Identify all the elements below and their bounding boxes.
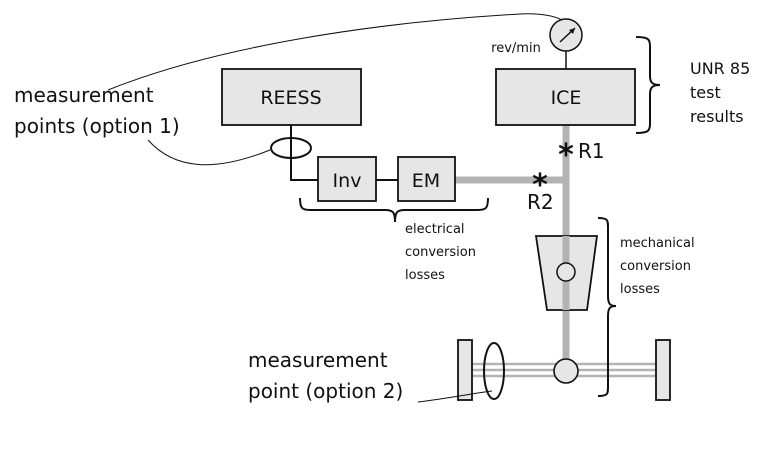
- em-box: [397, 156, 456, 202]
- bracket-unr85: [635, 36, 661, 134]
- measurement-option1-line1: measurement: [14, 83, 154, 107]
- r1-label: R1: [578, 139, 605, 163]
- leader-clamp1: [147, 139, 271, 166]
- mechanical-losses-line1: mechanical: [620, 236, 695, 251]
- electrical-losses-line3: losses: [405, 268, 445, 283]
- gearbox: [534, 235, 599, 311]
- mechanical-losses-line2: conversion: [620, 259, 691, 274]
- electrical-losses-line2: conversion: [405, 245, 476, 260]
- measurement-option1-line2: points (option 1): [14, 114, 180, 138]
- current-clamp-icon: [270, 137, 312, 159]
- left-wheel: [457, 339, 473, 401]
- differential-icon: [553, 358, 579, 384]
- leader-rpm: [107, 13, 563, 91]
- unr85-line2: test: [690, 83, 721, 102]
- r1-marker: *: [558, 138, 574, 173]
- inv-box: [317, 156, 377, 202]
- ice-label: ICE: [551, 87, 582, 109]
- r2-marker: *: [532, 168, 548, 203]
- inv-label: Inv: [333, 170, 362, 192]
- leader-clamp2: [417, 390, 493, 403]
- brackets: [299, 36, 661, 397]
- electrical-losses-line1: electrical: [405, 222, 465, 237]
- reess-label: REESS: [260, 87, 321, 109]
- bracket-electrical: [299, 197, 489, 223]
- gearbox-gear-icon: [556, 262, 576, 282]
- mechanical-losses-line3: losses: [620, 282, 660, 297]
- bracket-mechanical: [597, 217, 617, 397]
- right-wheel: [655, 339, 671, 401]
- measurement-option2-line2: point (option 2): [248, 379, 403, 403]
- r2-label: R2: [527, 190, 554, 214]
- unr85-line3: results: [690, 107, 744, 126]
- rpm-gauge-icon: [549, 18, 583, 69]
- measurement-option2-line1: measurement: [248, 348, 388, 372]
- em-label: EM: [412, 170, 440, 192]
- torque-clamp-icon: [483, 342, 505, 400]
- reess-inv-wire: [290, 125, 318, 181]
- leader-lines: [107, 13, 563, 403]
- ice-box: [495, 68, 636, 126]
- unr85-line1: UNR 85: [690, 59, 750, 78]
- rpm-label: rev/min: [491, 41, 541, 56]
- electrical-wires: [290, 125, 398, 181]
- reess-box: [221, 68, 362, 126]
